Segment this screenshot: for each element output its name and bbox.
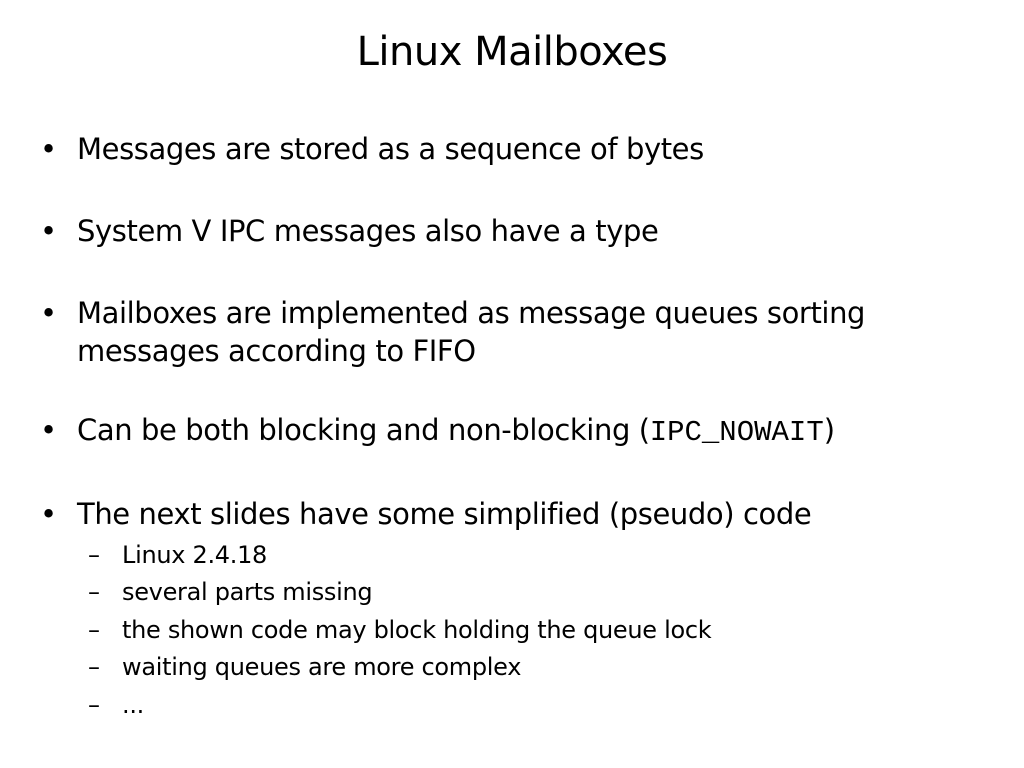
bullet-text: System V IPC messages also have a type — [77, 214, 659, 248]
sub-bullet-symbol: – — [88, 616, 100, 644]
sub-bullet-symbol: – — [88, 541, 100, 569]
sub-bullet-text: ... — [122, 691, 144, 719]
code-term: IPC_NOWAIT — [649, 416, 824, 449]
bullet-text: Can be both blocking and non-blocking (I… — [77, 411, 977, 452]
bullet-text: The next slides have some simplified (ps… — [77, 497, 812, 531]
bullet-symbol: • — [40, 214, 57, 248]
bullet-symbol: • — [40, 497, 57, 531]
sub-bullet-symbol: – — [88, 691, 100, 719]
bullet-text-line: messages according to FIFO — [77, 334, 476, 368]
sub-bullet-text: waiting queues are more complex — [122, 653, 522, 681]
sub-bullet-symbol: – — [88, 653, 100, 681]
bullet-text-prefix: Can be both blocking and non-blocking ( — [77, 413, 650, 447]
bullet-text: Messages are stored as a sequence of byt… — [77, 132, 704, 166]
sub-bullet-text: several parts missing — [122, 578, 373, 606]
bullet-text: Mailboxes are implemented as message que… — [77, 294, 977, 370]
bullet-text-line: Mailboxes are implemented as message que… — [77, 296, 866, 330]
sub-bullet-text: Linux 2.4.18 — [122, 541, 268, 569]
bullet-text-suffix: ) — [823, 413, 835, 447]
slide-title: Linux Mailboxes — [356, 29, 668, 75]
sub-bullet-text: the shown code may block holding the que… — [122, 616, 712, 644]
bullet-symbol: • — [40, 296, 57, 330]
bullet-symbol: • — [40, 413, 57, 447]
bullet-symbol: • — [40, 132, 57, 166]
sub-bullet-symbol: – — [88, 578, 100, 606]
